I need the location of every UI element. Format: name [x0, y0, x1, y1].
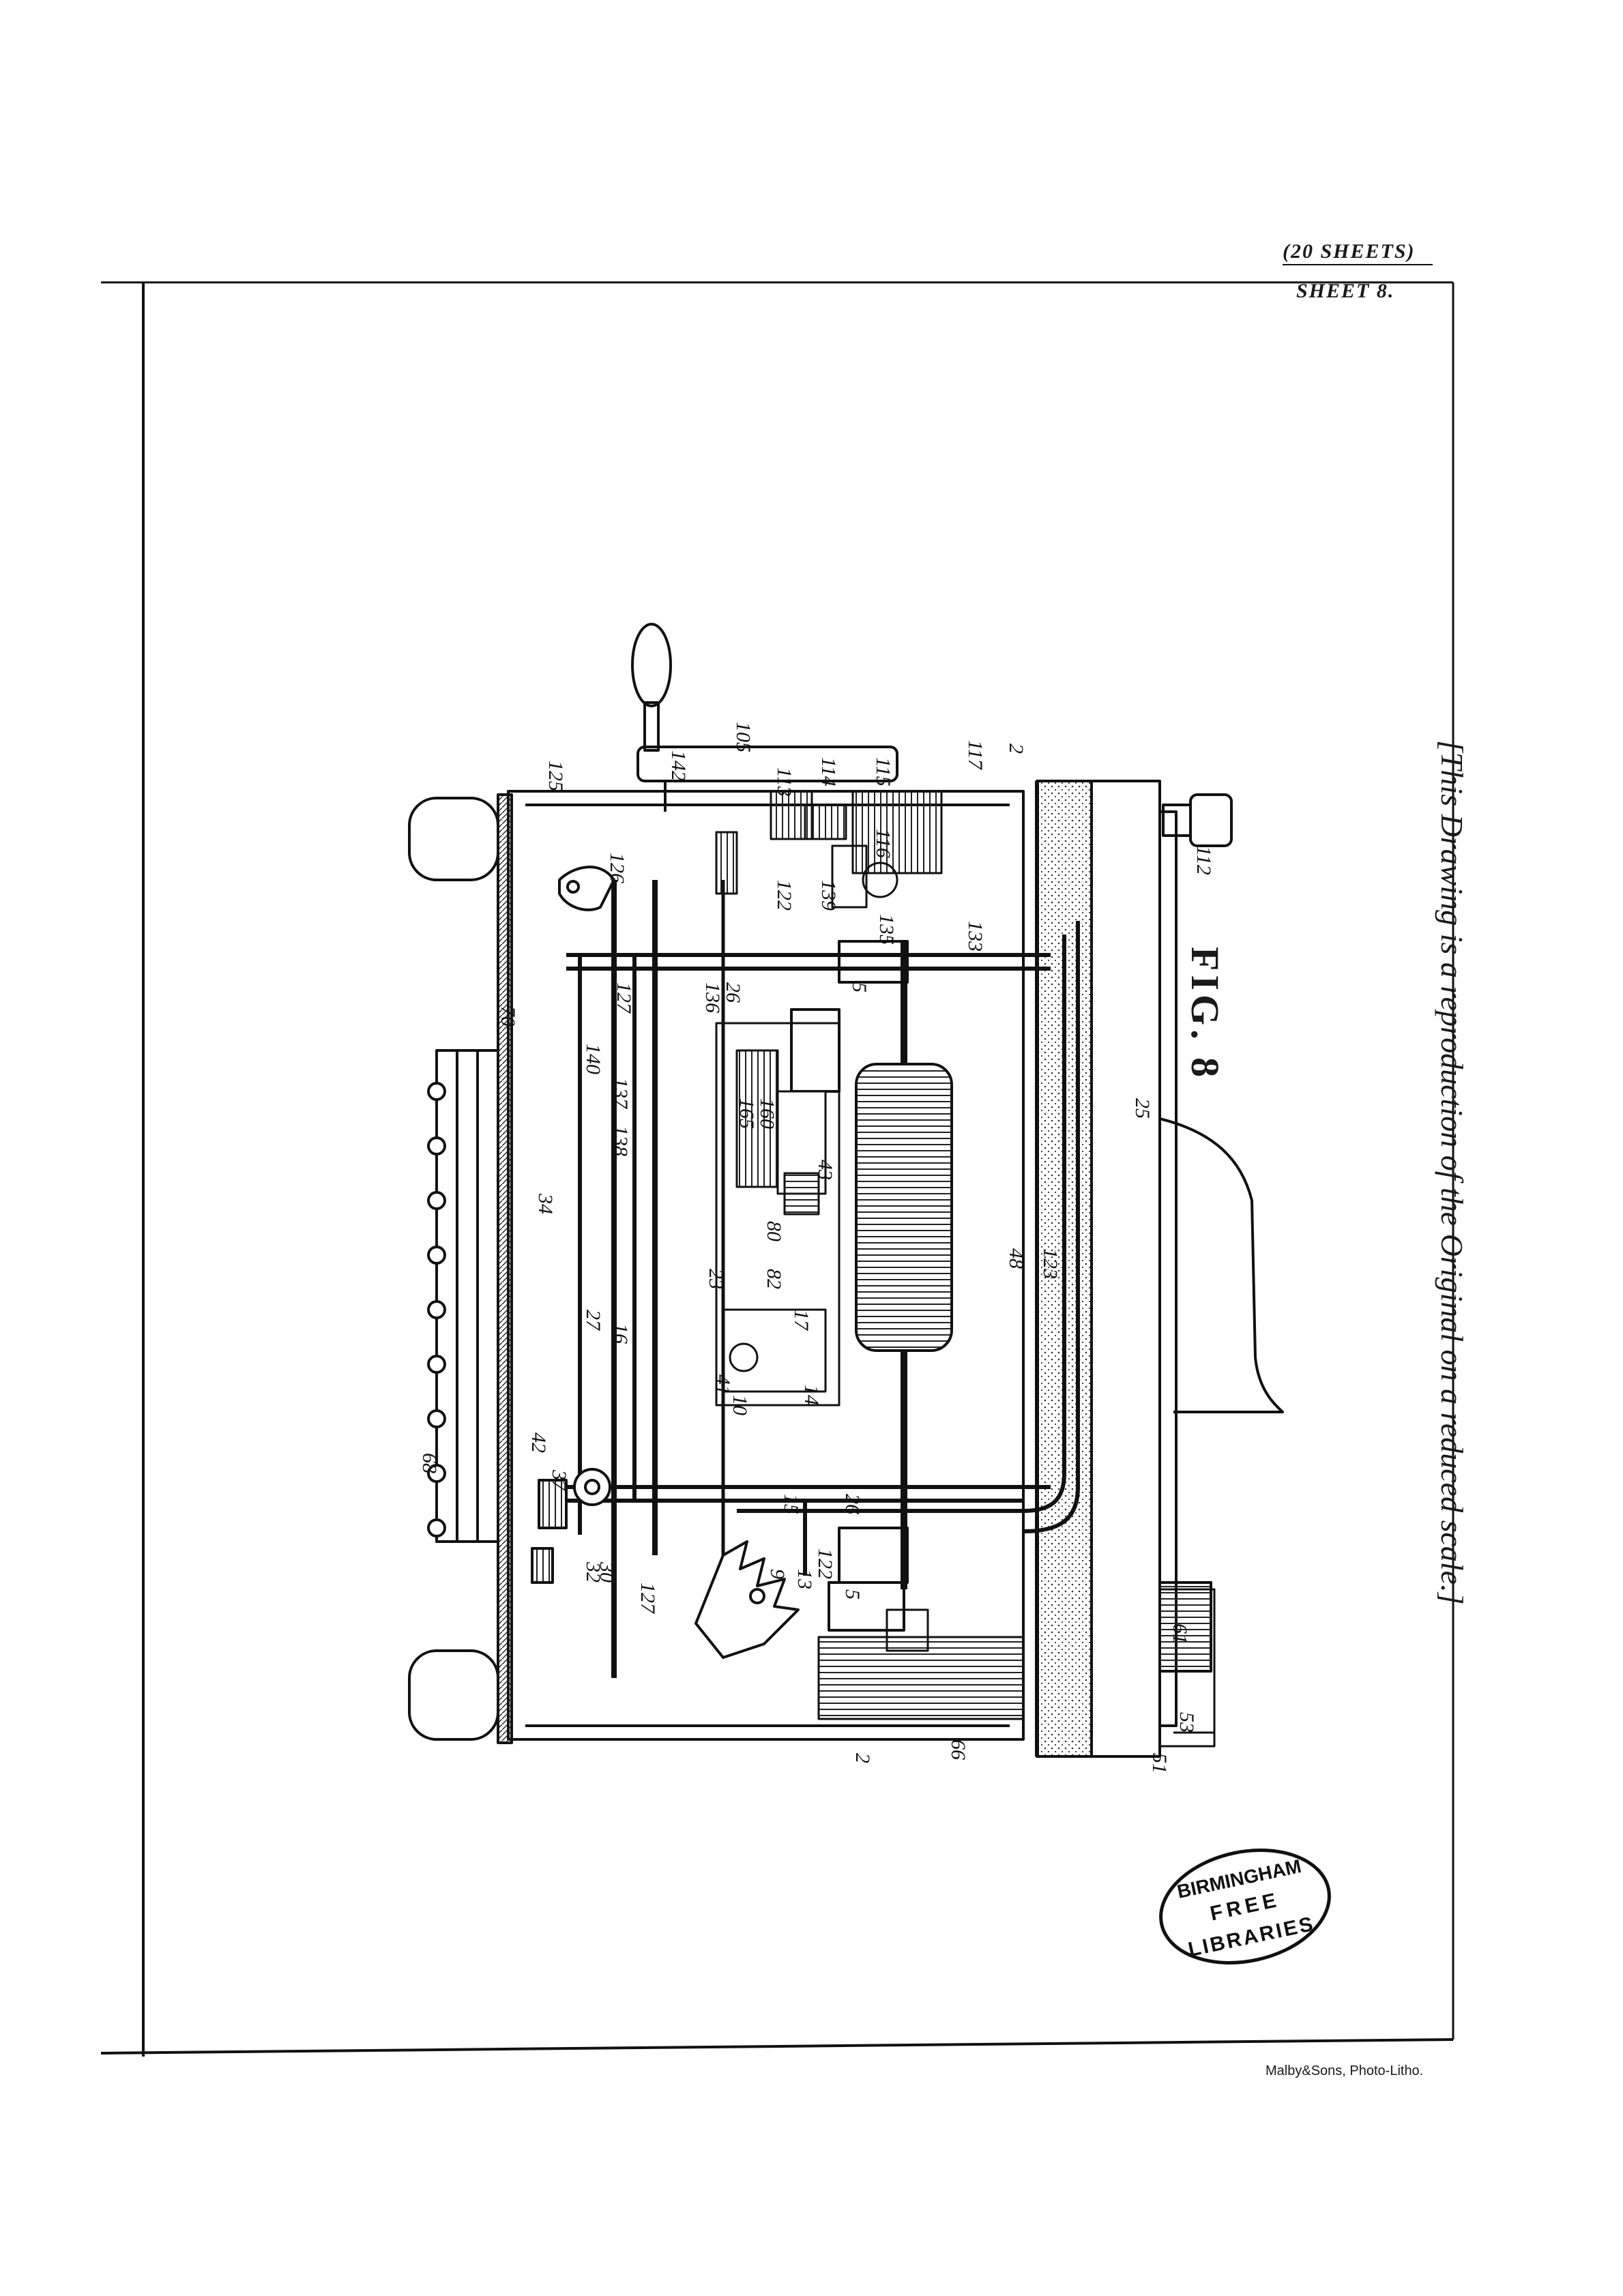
side-guide	[1160, 1588, 1216, 1748]
central-mechanism	[715, 1022, 840, 1407]
stamp-line-2: FREE	[1208, 1889, 1283, 1926]
ref-label: 5	[841, 1589, 864, 1600]
ref-label: 25	[1131, 1098, 1154, 1119]
ref-label: 23	[705, 1269, 727, 1289]
ref-label: 16	[609, 1323, 632, 1344]
ref-label: 112	[1193, 846, 1215, 875]
ref-label: 26	[841, 1494, 864, 1514]
reduction-caption: [This Drawing is a reproduction of the O…	[1435, 740, 1470, 1605]
bottom-plate	[817, 1608, 1025, 1720]
ref-label: 142	[667, 750, 690, 781]
ref-label: 30	[596, 1561, 618, 1583]
ref-label: 10	[729, 1395, 751, 1415]
ref-label: 140	[582, 1044, 604, 1074]
ref-label: 42	[527, 1432, 550, 1453]
ref-label: 13	[793, 1569, 816, 1589]
ref-label: 127	[637, 1583, 659, 1615]
ref-label: 37	[548, 1469, 570, 1492]
library-stamp: BIRMINGHAM FREE LIBRARIES	[1159, 1849, 1331, 1964]
ref-label: 160	[756, 1098, 778, 1129]
stamp-line-1: BIRMINGHAM	[1175, 1855, 1303, 1902]
ref-label: 122	[814, 1548, 836, 1579]
crank-handle	[631, 623, 898, 812]
ref-label: 113	[773, 767, 795, 797]
ref-label: 61	[1169, 1623, 1191, 1644]
ref-label: 66	[947, 1739, 969, 1760]
ref-label: 105	[732, 722, 755, 752]
ref-label: 125	[544, 761, 567, 791]
feed-table	[1035, 780, 1284, 1758]
ref-label: 122	[773, 880, 795, 911]
ref-label: 80	[763, 1221, 785, 1241]
ref-label: 116	[872, 829, 894, 858]
ref-label: 41	[712, 1374, 734, 1395]
ref-label: 82	[763, 1269, 785, 1289]
ref-label: 123	[1039, 1248, 1062, 1279]
cam-lever	[558, 866, 615, 911]
lithographer-credit: Malby&Sons, Photo-Litho.	[1266, 2063, 1424, 2078]
ref-label: 43	[814, 1160, 836, 1180]
ref-label: 2	[1005, 744, 1027, 754]
gear-train	[715, 790, 943, 909]
machine-frame	[408, 790, 1025, 1744]
ref-label: 15	[780, 1494, 802, 1514]
ref-label: 165	[735, 1098, 758, 1129]
ref-label: 117	[964, 740, 986, 771]
ref-label: 126	[606, 853, 628, 883]
ref-label: 138	[609, 1125, 632, 1156]
ref-label: 135	[875, 914, 898, 945]
machine-illustration	[408, 623, 1284, 1758]
drive-gear	[531, 1468, 611, 1584]
ref-label: 70	[497, 1006, 519, 1027]
ref-label: 34	[534, 1193, 557, 1214]
ref-label: 136	[701, 982, 724, 1013]
ref-label: 17	[790, 1310, 813, 1331]
ref-label: 51	[1148, 1753, 1171, 1773]
reference-labels: 105 142 125 126 113 114 115 117 2 112 11…	[418, 722, 1215, 1773]
adjusting-knob	[1162, 793, 1233, 847]
ref-label: 68	[418, 1453, 441, 1473]
key-bank	[427, 1049, 499, 1543]
ref-label: 114	[817, 757, 840, 786]
ref-label: 137	[609, 1078, 632, 1110]
sheet-border	[100, 264, 1454, 2057]
ref-label: 53	[1175, 1712, 1198, 1733]
figure-title: FIG. 8	[1183, 947, 1227, 1082]
rod-frame	[566, 880, 1080, 1678]
ref-label: 26	[722, 982, 744, 1003]
ref-label: 133	[964, 921, 986, 952]
ref-label: 2	[851, 1753, 874, 1763]
stamp-line-3: LIBRARIES	[1186, 1913, 1317, 1962]
ref-label: 14	[800, 1385, 823, 1405]
ref-label: 9	[766, 1569, 789, 1579]
ref-label: 48	[1005, 1248, 1027, 1269]
ref-label: 27	[582, 1310, 604, 1331]
sheets-count-label: (20 SHEETS)	[1283, 240, 1416, 263]
ink-roller	[790, 940, 953, 1632]
ref-label: 139	[817, 880, 840, 911]
ref-label: 32	[582, 1561, 604, 1583]
ref-label: 115	[872, 757, 894, 786]
ref-label: 5	[848, 982, 871, 992]
ratchet-wheel	[694, 1540, 800, 1659]
ref-label: 127	[613, 982, 635, 1014]
